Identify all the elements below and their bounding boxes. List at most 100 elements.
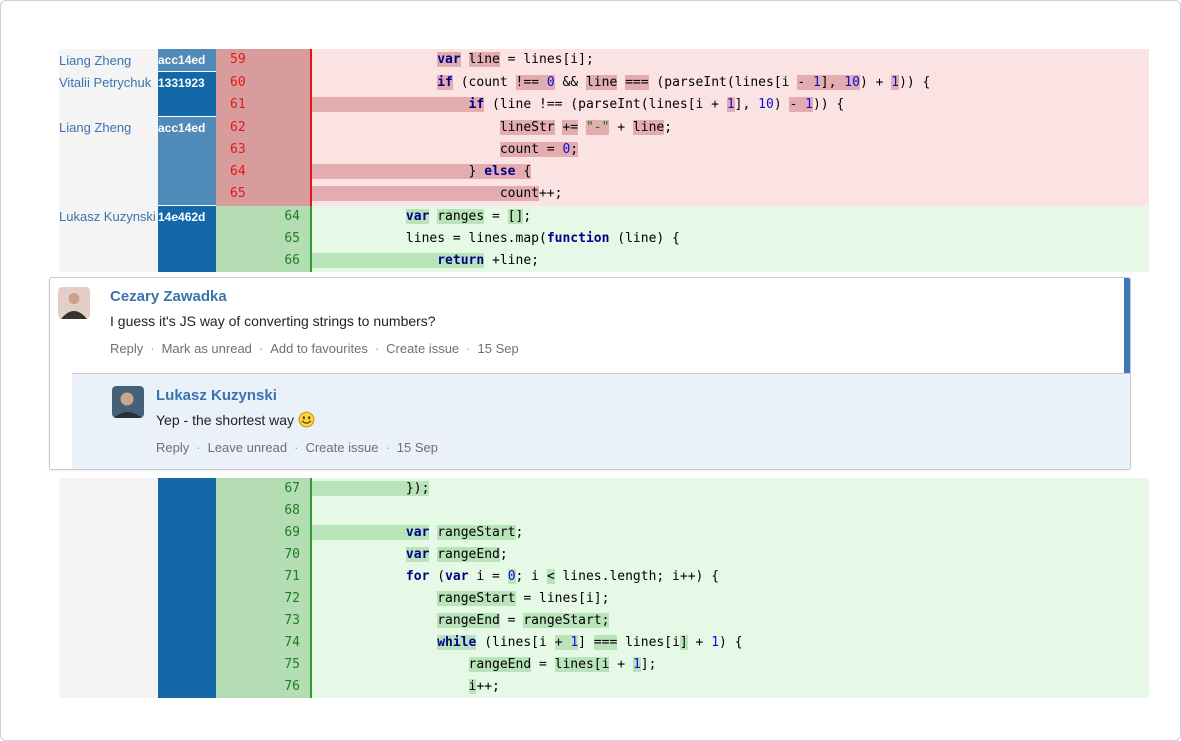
code-token: 0: [562, 142, 571, 157]
line-number-gutter[interactable]: 74: [216, 632, 311, 654]
code-line[interactable]: var ranges = [];: [310, 205, 1149, 228]
code-line[interactable]: return +line;: [310, 250, 1149, 272]
commit-hash[interactable]: acc14ed: [158, 49, 216, 72]
blame-author[interactable]: [59, 500, 158, 522]
commit-hash[interactable]: [158, 250, 216, 272]
code-token: [313, 253, 438, 268]
code-token: [313, 635, 437, 650]
blame-author[interactable]: [59, 161, 158, 183]
code-line[interactable]: var line = lines[i];: [310, 49, 1149, 72]
comment-action-add-to-favourites[interactable]: Add to favourites: [270, 341, 368, 356]
commit-hash[interactable]: 14e462d: [158, 205, 216, 228]
code-line[interactable]: var rangeEnd;: [310, 544, 1149, 566]
code-token: (line) {: [609, 231, 680, 246]
comment-action-create-issue[interactable]: Create issue: [386, 341, 460, 356]
comment-action-reply[interactable]: Reply: [156, 440, 190, 455]
commit-hash[interactable]: [158, 676, 216, 698]
line-number-gutter[interactable]: 64: [216, 161, 311, 183]
code-line[interactable]: for (var i = 0; i < lines.length; i++) {: [310, 566, 1149, 588]
blame-author[interactable]: Lukasz Kuzynski: [59, 205, 158, 228]
commit-hash[interactable]: [158, 588, 216, 610]
code-line[interactable]: var rangeStart;: [310, 522, 1149, 544]
line-number-gutter[interactable]: 70: [216, 544, 311, 566]
line-number-gutter[interactable]: 61: [216, 94, 311, 117]
commit-hash[interactable]: [158, 522, 216, 544]
commit-hash[interactable]: [158, 94, 216, 117]
blame-author[interactable]: Vitalii Petrychuk: [59, 71, 158, 94]
line-number-gutter[interactable]: 67: [216, 478, 311, 500]
line-number-gutter[interactable]: 64: [216, 205, 311, 228]
code-line[interactable]: if (line !== (parseInt(lines[i + 1], 10)…: [310, 94, 1149, 117]
code-token: [313, 97, 469, 113]
blame-author[interactable]: [59, 654, 158, 676]
line-number-gutter[interactable]: 73: [216, 610, 311, 632]
code-line[interactable]: rangeStart = lines[i];: [310, 588, 1149, 610]
code-line[interactable]: while (lines[i + 1] === lines[i] + 1) {: [310, 632, 1149, 654]
code-line[interactable]: count = 0;: [310, 139, 1149, 161]
line-number-gutter[interactable]: 63: [216, 139, 311, 161]
blame-author[interactable]: [59, 588, 158, 610]
code-line[interactable]: } else {: [310, 161, 1149, 183]
commit-hash[interactable]: [158, 228, 216, 250]
blame-author[interactable]: [59, 676, 158, 698]
comment-author-link[interactable]: Lukasz Kuzynski: [156, 387, 277, 404]
comment-action-mark-as-unread[interactable]: Mark as unread: [161, 341, 252, 356]
line-number-gutter[interactable]: 71: [216, 566, 311, 588]
line-number-gutter[interactable]: 76: [216, 676, 311, 698]
code-line[interactable]: i++;: [310, 676, 1149, 698]
line-number-gutter[interactable]: 60: [216, 71, 311, 94]
code-line[interactable]: rangeEnd = rangeStart;: [310, 610, 1149, 632]
code-line[interactable]: rangeEnd = lines[i + 1];: [310, 654, 1149, 676]
line-number-gutter[interactable]: 72: [216, 588, 311, 610]
blame-author[interactable]: [59, 566, 158, 588]
comment-action-leave-unread[interactable]: Leave unread: [207, 440, 288, 455]
commit-hash[interactable]: [158, 566, 216, 588]
code-token: -: [789, 97, 806, 113]
code-line[interactable]: count++;: [310, 183, 1149, 206]
blame-author[interactable]: [59, 183, 158, 206]
code-line[interactable]: lines = lines.map(function (line) {: [310, 228, 1149, 250]
commit-hash[interactable]: [158, 183, 216, 206]
code-line[interactable]: [310, 500, 1149, 522]
commit-hash[interactable]: [158, 161, 216, 183]
commit-hash[interactable]: [158, 139, 216, 161]
commit-hash[interactable]: [158, 632, 216, 654]
line-number-gutter[interactable]: 75: [216, 654, 311, 676]
comment-action-create-issue[interactable]: Create issue: [305, 440, 379, 455]
line-number-gutter[interactable]: 65: [216, 183, 311, 206]
commit-hash[interactable]: [158, 610, 216, 632]
code-token: lineStr: [499, 119, 555, 135]
blame-author[interactable]: Liang Zheng: [59, 116, 158, 139]
blame-author[interactable]: [59, 250, 158, 272]
blame-author[interactable]: [59, 610, 158, 632]
blame-author[interactable]: [59, 228, 158, 250]
old-line-number: 63: [230, 142, 246, 157]
blame-author[interactable]: [59, 478, 158, 500]
comment-action-reply[interactable]: Reply: [110, 341, 144, 356]
code-line[interactable]: if (count !== 0 && line === (parseInt(li…: [310, 71, 1149, 94]
line-number-gutter[interactable]: 65: [216, 228, 311, 250]
line-number-gutter[interactable]: 66: [216, 250, 311, 272]
line-number-gutter[interactable]: 68: [216, 500, 311, 522]
avatar: [112, 386, 144, 418]
line-number-gutter[interactable]: 69: [216, 522, 311, 544]
blame-author[interactable]: [59, 94, 158, 117]
blame-author[interactable]: [59, 522, 158, 544]
comment-author-link[interactable]: Cezary Zawadka: [110, 288, 227, 305]
blame-author[interactable]: Liang Zheng: [59, 49, 158, 72]
commit-hash[interactable]: [158, 500, 216, 522]
code-line[interactable]: });: [310, 478, 1149, 500]
blame-author[interactable]: [59, 139, 158, 161]
code-line[interactable]: lineStr += "-" + line;: [310, 116, 1149, 139]
commit-hash[interactable]: [158, 654, 216, 676]
commit-hash[interactable]: [158, 478, 216, 500]
line-number-gutter[interactable]: 62: [216, 116, 311, 139]
blame-author[interactable]: [59, 544, 158, 566]
commit-hash[interactable]: acc14ed: [158, 116, 216, 139]
comment-actions: Reply·Leave unread·Create issue·15 Sep: [156, 440, 438, 456]
commit-hash[interactable]: 1331923: [158, 71, 216, 94]
blame-author[interactable]: [59, 632, 158, 654]
commit-hash[interactable]: [158, 544, 216, 566]
line-number-gutter[interactable]: 59: [216, 49, 311, 72]
code-token: });: [405, 481, 430, 496]
